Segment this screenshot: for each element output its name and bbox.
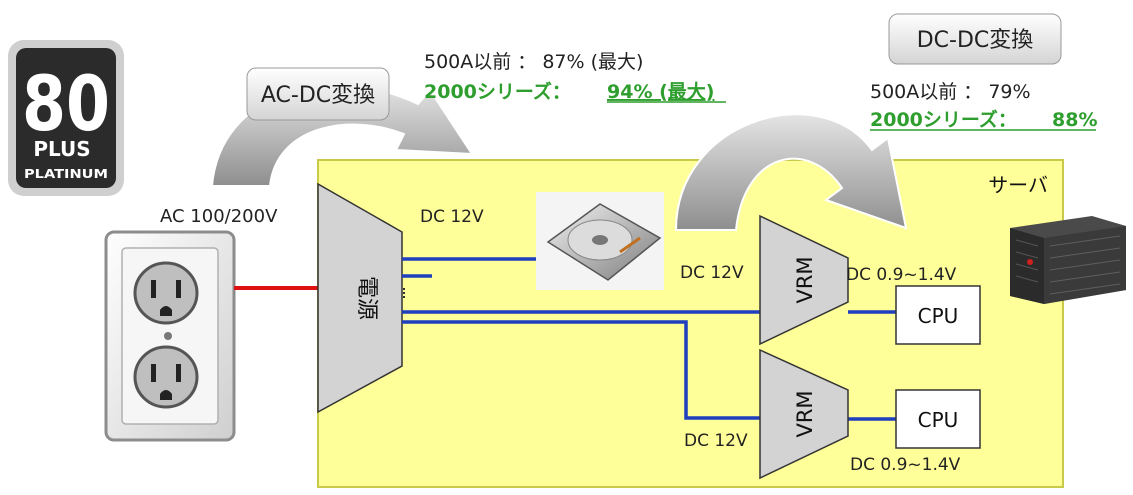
power-supply-unit	[317, 182, 403, 414]
dc-dc-series-name: 2000シリーズ：	[870, 108, 1017, 131]
ac-dc-series-name: 2000シリーズ：	[424, 80, 571, 103]
ac-dc-legacy-efficiency: 500A以前 ： 87% (最大)	[424, 51, 643, 73]
dc12-vrm1-label: DC 12V	[680, 263, 744, 283]
hard-disk-icon	[536, 192, 664, 290]
badge-tier: PLATINUM	[24, 167, 108, 181]
dc-wires	[402, 257, 896, 421]
wall-outlet-icon	[104, 230, 236, 442]
dc-dc-conversion-arrow	[674, 113, 908, 231]
cpu-voltage-2: DC 0.9~1.4V	[850, 455, 961, 475]
dc-dc-legacy-efficiency: 500A以前 ： 79%	[870, 81, 1031, 103]
badge-number: 80	[22, 59, 110, 148]
cpu-1	[895, 285, 981, 345]
server-label: サーバ	[988, 173, 1048, 197]
cpu-voltage-1: DC 0.9~1.4V	[846, 265, 957, 285]
cpu-2-label: CPU	[918, 408, 959, 432]
badge-plus: PLUS	[33, 137, 90, 161]
dc-dc-series-efficiency: 88%	[1052, 109, 1097, 131]
cpu-2	[895, 389, 981, 449]
80plus-platinum-badge: 80 PLUS PLATINUM	[8, 40, 124, 196]
vrm-2-label: VRM	[793, 390, 817, 437]
ac-dc-label-box	[246, 67, 390, 121]
dc12-top-label: DC 12V	[420, 207, 484, 227]
vrm-2	[759, 348, 849, 480]
dc-dc-label-box	[888, 13, 1062, 65]
ac-dc-series-efficiency: 94% (最大)	[607, 80, 714, 103]
dc-dc-label: DC-DC変換	[917, 28, 1034, 53]
dc12-vrm2-label: DC 12V	[684, 431, 748, 451]
psu-label: 電源	[354, 276, 379, 320]
server-chassis-icon	[1010, 216, 1126, 304]
vrm-1	[759, 214, 849, 346]
ac-dc-label: AC-DC変換	[261, 83, 375, 108]
cpu-1-label: CPU	[918, 304, 959, 328]
vrm-1-label: VRM	[793, 256, 817, 303]
ac-input-label: AC 100/200V	[160, 206, 278, 227]
